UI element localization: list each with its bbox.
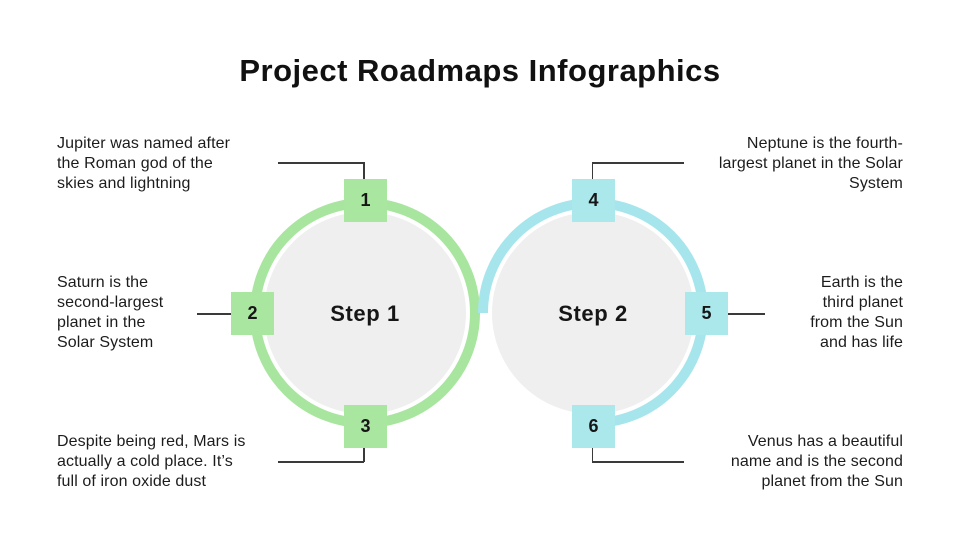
badge-3: 3 <box>344 405 387 448</box>
annotation-top-right: Neptune is the fourth- largest planet in… <box>718 135 903 192</box>
connector-bottom-left-vertical <box>363 447 365 462</box>
badge-2: 2 <box>231 292 274 335</box>
connector-bottom-right-horizontal <box>591 461 684 463</box>
badge-4: 4 <box>572 179 615 222</box>
connector-mid-right-horizontal <box>728 313 765 315</box>
badge-5: 5 <box>685 292 728 335</box>
badge-1: 1 <box>344 179 387 222</box>
connector-bottom-left-horizontal <box>278 461 364 463</box>
annotation-bottom-left: Despite being red, Mars is actually a co… <box>57 433 246 490</box>
connector-bottom-right-vertical <box>591 447 593 462</box>
connector-mid-left-horizontal <box>197 313 232 315</box>
connector-top-left-vertical <box>363 162 365 180</box>
annotation-top-left: Jupiter was named after the Roman god of… <box>57 135 231 192</box>
annotation-mid-left: Saturn is the second-largest planet in t… <box>57 274 164 351</box>
annotation-mid-right: Earth is the third planet from the Sun a… <box>810 274 903 351</box>
connector-top-right-vertical <box>591 162 593 180</box>
step2-ring <box>478 198 708 428</box>
connector-top-right-horizontal <box>591 162 684 164</box>
page-title: Project Roadmaps Infographics <box>239 53 721 88</box>
badge-6: 6 <box>572 405 615 448</box>
connector-top-left-horizontal <box>278 162 364 164</box>
annotation-bottom-right: Venus has a beautiful name and is the se… <box>730 433 903 490</box>
step1-label: Step 1 <box>330 301 400 326</box>
